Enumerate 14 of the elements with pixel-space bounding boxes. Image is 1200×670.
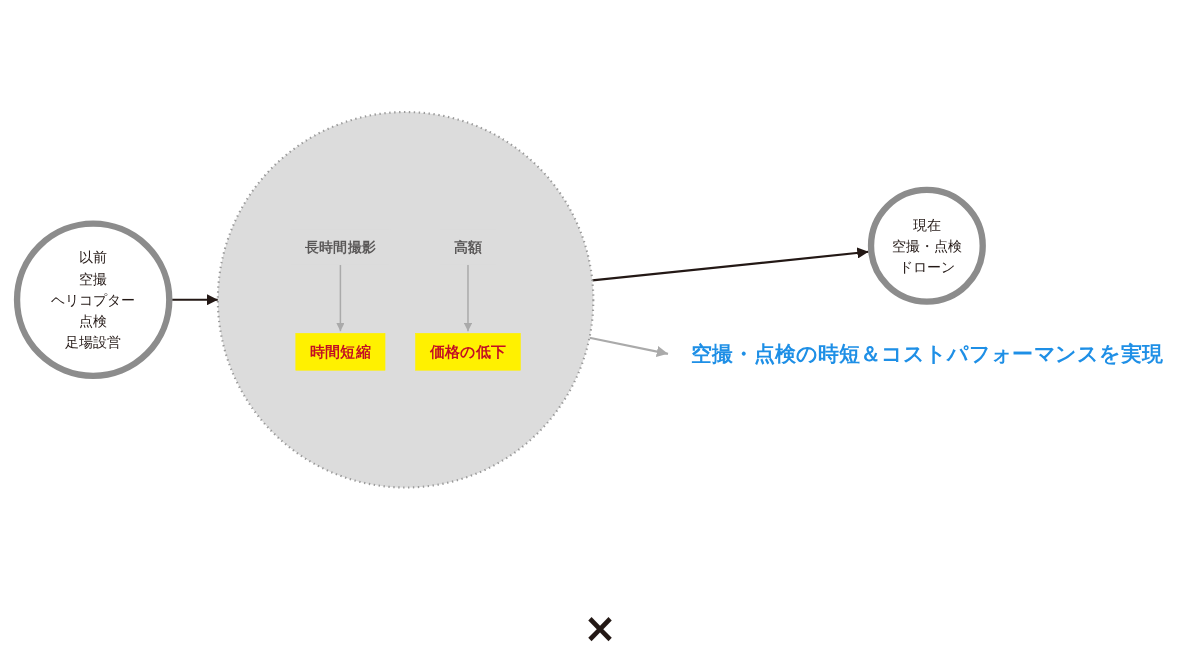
- node-text: 長時間撮影: [304, 238, 376, 256]
- arrow: [172, 294, 218, 306]
- multiply-sign: ×: [583, 605, 617, 651]
- node-box: 価格の低下: [415, 333, 521, 371]
- arrow: [589, 336, 669, 358]
- cluster: [216, 111, 595, 489]
- node-text: 高額: [453, 238, 483, 256]
- arrow: [336, 264, 345, 333]
- node-circle: 現在 空撮・点検 ドローン: [867, 186, 986, 305]
- arrow: [592, 247, 869, 282]
- node-box: 時間短縮: [295, 333, 386, 371]
- arrow: [463, 264, 473, 333]
- node-text: 空撮・点検の時短＆コストパフォーマンスを実現: [690, 341, 1164, 367]
- node-circle: 以前 空撮 ヘリコプター 点検 足場設営: [13, 220, 173, 380]
